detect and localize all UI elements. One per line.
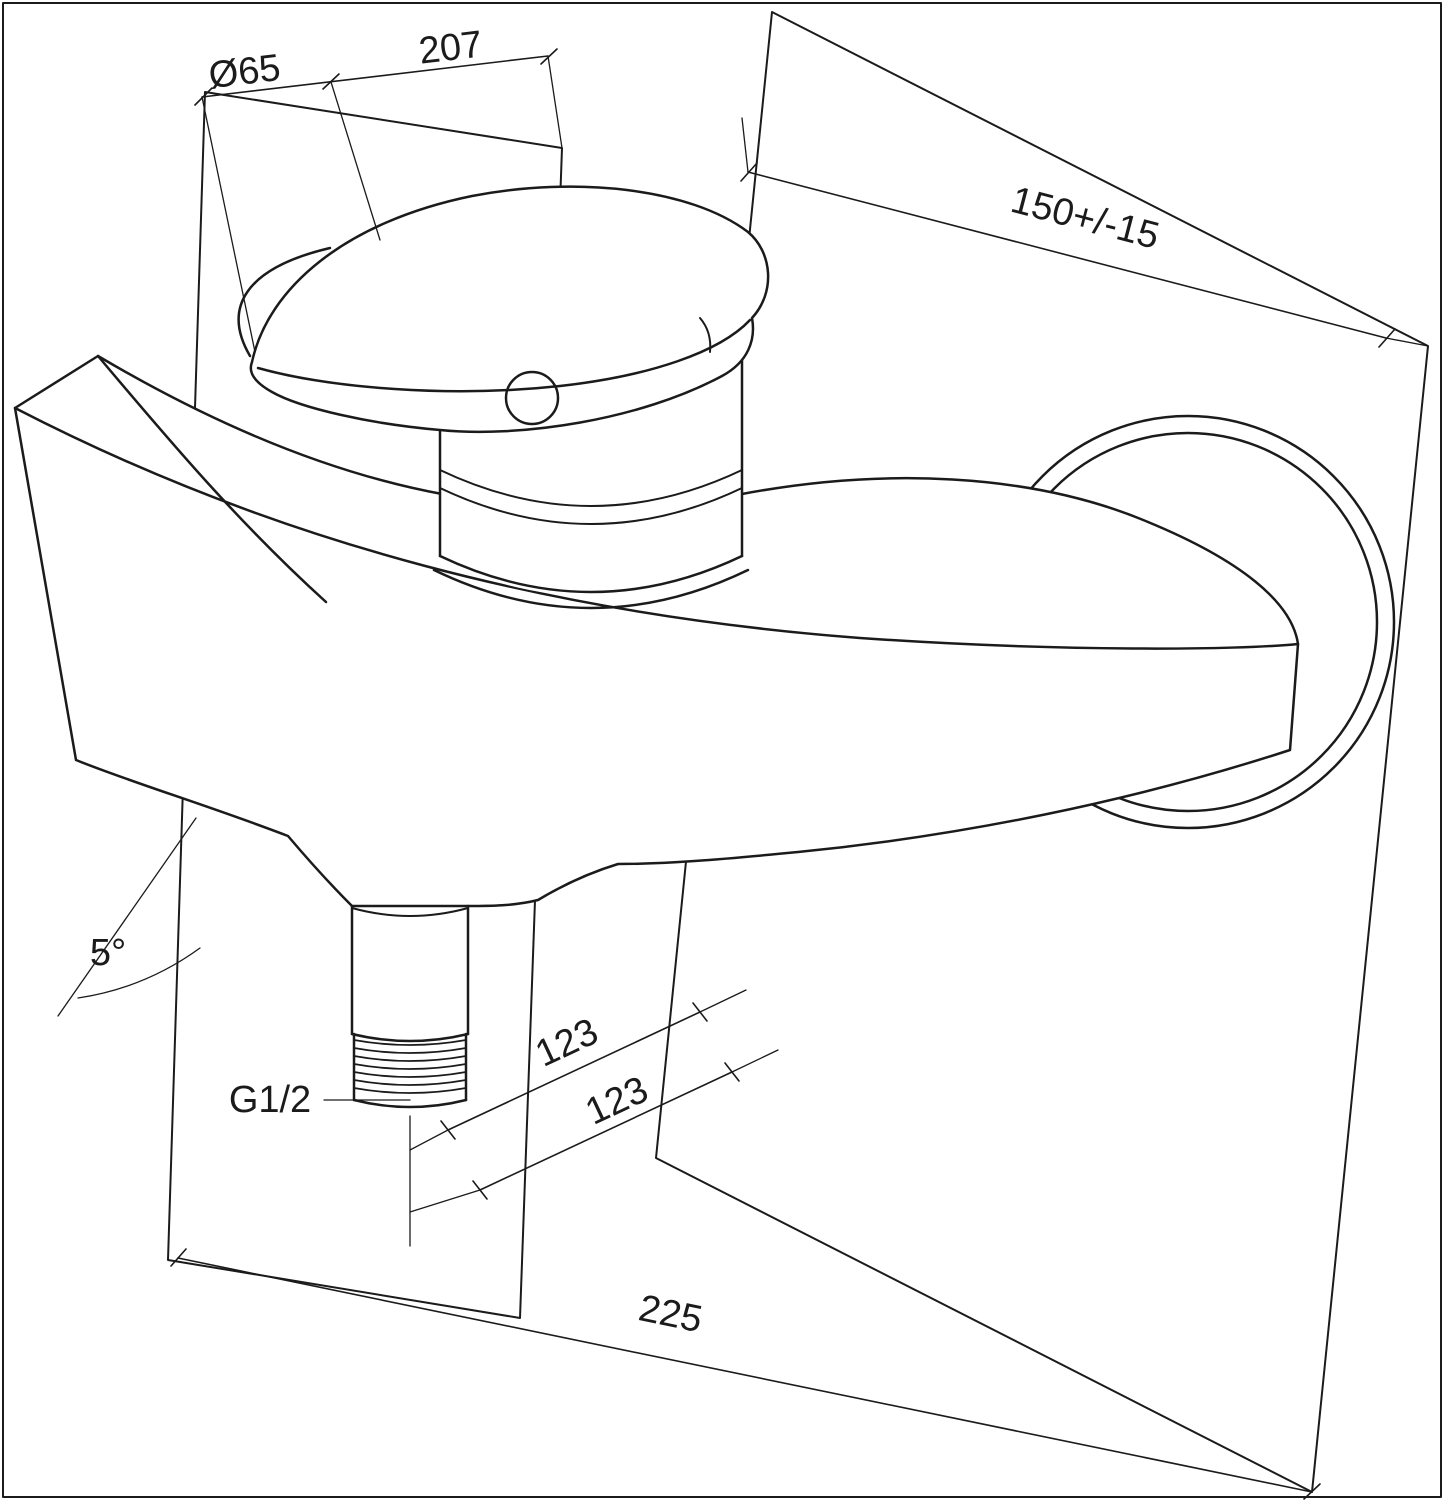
handle-indicator-dot xyxy=(504,370,560,426)
handle-front-crease xyxy=(256,318,752,393)
dim-line-225 xyxy=(177,1257,1313,1493)
outlet-pipe xyxy=(350,904,470,1247)
cartridge-ring-lower xyxy=(439,487,743,525)
dim-label-thread: G1/2 xyxy=(229,1079,311,1121)
mixer-body xyxy=(13,354,1300,908)
angle-arc xyxy=(77,947,201,999)
thread-lines xyxy=(353,1039,467,1094)
dim-label-123a: 123 xyxy=(529,1011,604,1076)
dim-top-left: Ø65 207 xyxy=(194,23,563,353)
dim-ticks-225 xyxy=(170,1248,1321,1500)
dim-line-top xyxy=(201,55,549,98)
dim-line-123b xyxy=(479,1071,733,1191)
dim-ext-plane-corner xyxy=(547,55,563,149)
cartridge-bottom-arc xyxy=(438,554,744,594)
handle-back-edge xyxy=(237,246,332,358)
dim-spout-angle: 5° xyxy=(57,817,201,1017)
cartridge-base-arc xyxy=(432,568,750,610)
dim-label-207: 207 xyxy=(417,23,485,72)
dim-label-diameter: Ø65 xyxy=(206,47,282,97)
dim-ext-handle-mid xyxy=(330,81,381,241)
dim-wall-offset: 150+/-15 xyxy=(740,117,1429,348)
cartridge-ring-upper xyxy=(439,469,743,507)
handle-edge-tick xyxy=(699,317,712,353)
handle-outline xyxy=(249,185,770,434)
dim-label-225: 225 xyxy=(635,1287,706,1341)
dim-label-angle: 5° xyxy=(90,932,126,974)
pipe-top-collar xyxy=(351,907,469,917)
dim-bottom-width: 225 xyxy=(170,1248,1321,1500)
pipe-thread-start-arc xyxy=(350,1032,470,1043)
dim-ext-123 xyxy=(409,989,779,1213)
dim-line-150 xyxy=(747,171,1387,339)
dim-line-123a xyxy=(447,1011,701,1131)
dim-ext-handle-tip xyxy=(201,96,256,353)
mixer-body-outline xyxy=(13,354,1300,908)
lever-handle xyxy=(237,185,770,434)
pipe-bottom-arc xyxy=(352,1098,468,1109)
body-front-crease xyxy=(13,406,1300,650)
dim-thread: G1/2 xyxy=(229,1079,411,1121)
angle-reference-line xyxy=(57,817,197,1017)
dim-ext-150 xyxy=(741,117,1429,347)
dimensions: Ø65 207 150+/-15 5° G1/2 123 1 xyxy=(57,23,1429,1500)
section-plane xyxy=(167,91,563,1319)
dim-label-123b: 123 xyxy=(579,1069,654,1134)
spout-top-ridge xyxy=(96,354,328,604)
